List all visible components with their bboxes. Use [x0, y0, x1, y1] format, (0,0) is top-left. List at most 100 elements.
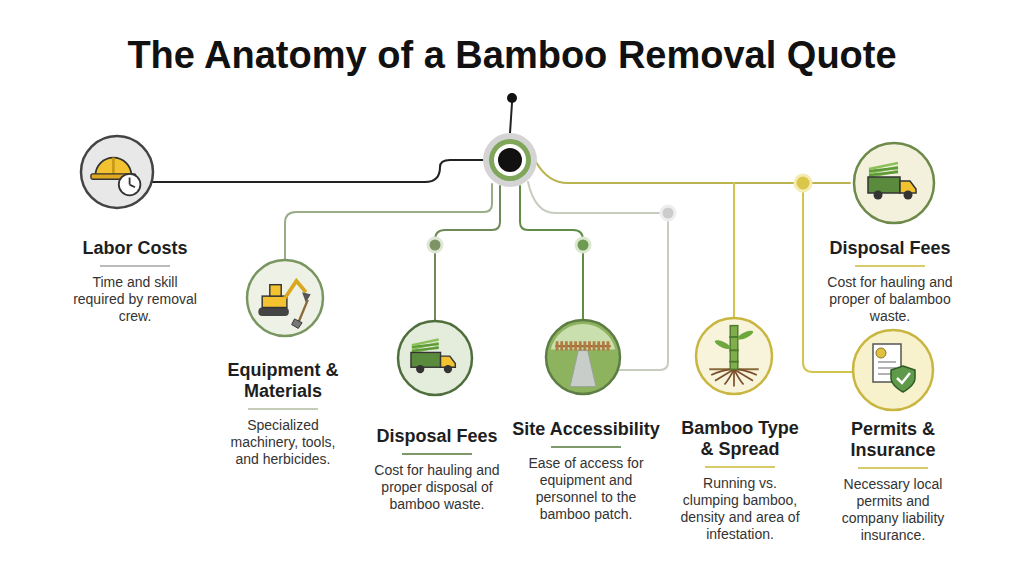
fence-post	[565, 341, 568, 350]
heading-divider	[705, 466, 775, 468]
helmet-icon	[95, 158, 131, 176]
icon-ring	[546, 320, 620, 394]
cost-factor-node: Equipment & MaterialsSpecialized machine…	[218, 260, 348, 468]
helmet-ridge	[112, 158, 115, 176]
icon-ring	[853, 330, 933, 410]
heading-divider	[402, 453, 472, 455]
truck-bed	[411, 352, 441, 367]
cost-factor-node: Site AccessibilityEase of access for equ…	[511, 320, 661, 523]
junction-dot	[661, 206, 675, 220]
icon-art	[873, 344, 915, 392]
icon-ring	[247, 260, 323, 336]
fence-post	[579, 341, 582, 350]
bamboo-stalk	[730, 326, 738, 370]
excavator-body	[262, 296, 287, 307]
hub-center	[498, 148, 522, 172]
icon-art	[411, 340, 455, 374]
factor-description: Ease of access for equipment and personn…	[524, 455, 649, 523]
bamboo-load	[869, 163, 898, 169]
factor-heading: Disposal Fees	[815, 238, 965, 259]
clock-hands	[130, 177, 135, 187]
truck-wheel	[444, 365, 452, 373]
truck-wheel	[904, 191, 913, 200]
icon-art	[258, 281, 310, 329]
factor-description: Time and skill required by removal crew.	[68, 274, 203, 325]
fence-post	[593, 341, 596, 350]
hub-line	[435, 186, 500, 321]
icon-ring	[696, 318, 772, 394]
truck-wheel	[416, 365, 424, 373]
icon-art	[709, 326, 758, 387]
permit-badge	[876, 348, 886, 358]
diagram-title: The Anatomy of a Bamboo Removal Quote	[0, 34, 1024, 77]
factor-description: Running vs. clumping bamboo, density and…	[680, 475, 800, 543]
check-mark	[897, 373, 910, 383]
icon-art	[91, 158, 140, 196]
hub-ring	[494, 144, 526, 176]
hub-circle	[483, 133, 537, 187]
path-shape	[570, 351, 596, 387]
cost-factor-node: Permits & InsuranceNecessary local permi…	[828, 330, 958, 544]
cost-factor-node: Disposal FeesCost for hauling and proper…	[362, 321, 512, 513]
bamboo-load	[412, 340, 439, 346]
hub-line	[733, 183, 735, 318]
icon-circle	[544, 318, 622, 396]
fence-post	[607, 341, 610, 350]
root-line	[711, 369, 734, 375]
hub-line	[152, 160, 483, 182]
icon-circle	[79, 134, 155, 210]
icon-ring	[398, 321, 472, 395]
bamboo-leaf	[714, 338, 732, 350]
fence-post	[583, 341, 586, 350]
stalk-node	[729, 349, 739, 351]
stalk-node	[729, 361, 739, 363]
shield-icon	[891, 366, 915, 392]
root-line	[725, 369, 735, 384]
heading-divider	[248, 408, 318, 410]
shovel-blade	[292, 319, 302, 329]
hub-ring	[489, 139, 531, 181]
hub-line	[285, 184, 492, 260]
icon-circle	[694, 316, 774, 396]
factor-description: Specialized machinery, tools, and herbic…	[226, 417, 341, 468]
fence-post	[570, 341, 573, 350]
excavator-arm	[285, 281, 306, 298]
excavator-tread	[258, 308, 288, 317]
icon-art	[868, 163, 916, 200]
icon-art	[551, 324, 616, 387]
factor-heading: Equipment & Materials	[218, 360, 348, 402]
sky-area	[551, 324, 616, 350]
factor-description: Cost for hauling and proper disposal of …	[370, 462, 505, 513]
heading-divider	[551, 446, 621, 448]
icon-circle	[851, 328, 935, 412]
document-line	[878, 361, 896, 363]
factor-heading: Labor Costs	[55, 238, 215, 259]
root-line	[734, 369, 757, 375]
hub-line	[510, 103, 512, 133]
cost-factor-node: Disposal FeesCost for hauling and proper…	[815, 143, 965, 325]
fence-post	[556, 341, 559, 350]
truck-bed	[868, 177, 900, 193]
stalk-node	[729, 336, 739, 338]
heading-divider	[855, 265, 925, 267]
heading-divider	[858, 467, 928, 469]
factor-heading: Bamboo Type & Spread	[675, 418, 805, 460]
hub-line	[520, 186, 583, 320]
heading-divider	[100, 265, 170, 267]
fence-post	[588, 341, 591, 350]
icon-ring	[854, 143, 934, 223]
icon-ring	[81, 136, 153, 208]
icon-circle	[245, 258, 325, 338]
shovel-handle	[298, 300, 308, 323]
excavator-cab	[270, 285, 281, 296]
junction-dot	[795, 175, 811, 191]
fence-post	[602, 341, 605, 350]
fence-post	[560, 341, 563, 350]
junction-dot	[507, 93, 517, 103]
cost-factor-node: Bamboo Type & SpreadRunning vs. clumping…	[675, 318, 805, 543]
clock-icon	[119, 174, 141, 196]
cost-factor-node: Labor CostsTime and skill required by re…	[55, 136, 215, 325]
icon-circle	[396, 319, 474, 397]
truck-wheel	[874, 191, 883, 200]
